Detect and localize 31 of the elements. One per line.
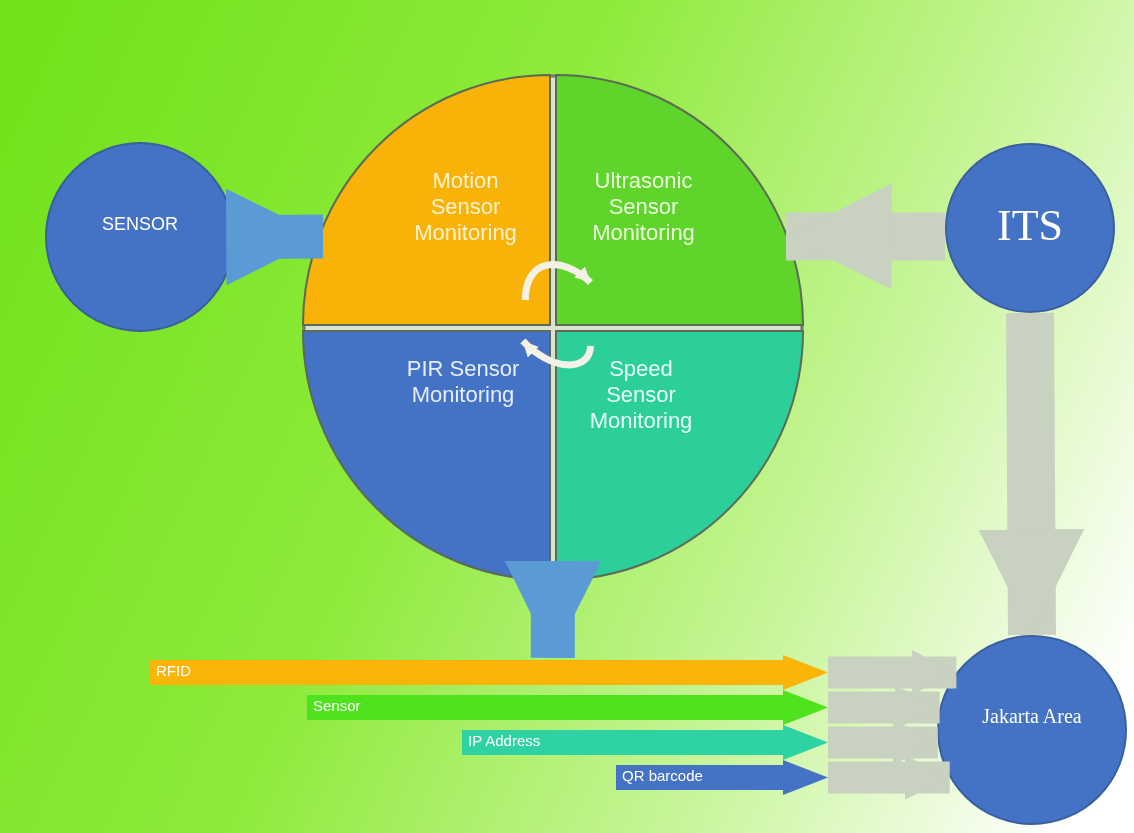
block-arrow [226, 188, 324, 286]
arrow-band [616, 760, 828, 795]
node-label: Sensor [313, 697, 361, 714]
quadrant-segment [556, 75, 803, 325]
block-arrow [978, 312, 1085, 636]
node-label: SENSOR [101, 214, 179, 235]
block-arrow [828, 650, 957, 695]
circle-node [937, 635, 1127, 825]
quadrant-segment [303, 75, 550, 325]
cycle-arrow [520, 338, 595, 369]
node-label: Motion Sensor Monitoring [413, 168, 518, 246]
block-arrow [786, 183, 945, 290]
block-arrow [828, 720, 938, 765]
quadrant-wheel [303, 75, 803, 580]
node-label: RFID [156, 662, 191, 679]
node-label: Ultrasonic Sensor Monitoring [591, 168, 696, 246]
node-label: Jakarta Area [981, 705, 1083, 728]
quadrant-segment [303, 331, 550, 580]
arrow-band [307, 690, 828, 725]
block-arrow [828, 755, 950, 800]
arrow-band [462, 725, 828, 760]
node-label: Speed Sensor Monitoring [588, 356, 694, 434]
block-arrow [504, 560, 602, 658]
node-label: PIR Sensor Monitoring [405, 356, 521, 408]
node-label: IP Address [468, 732, 541, 749]
arrow-band [150, 655, 828, 690]
node-label: QR barcode [622, 767, 703, 784]
quadrant-segment [556, 331, 803, 580]
cycle-arrow [521, 261, 593, 301]
node-label: ITS [996, 200, 1064, 251]
circle-node [945, 143, 1115, 313]
